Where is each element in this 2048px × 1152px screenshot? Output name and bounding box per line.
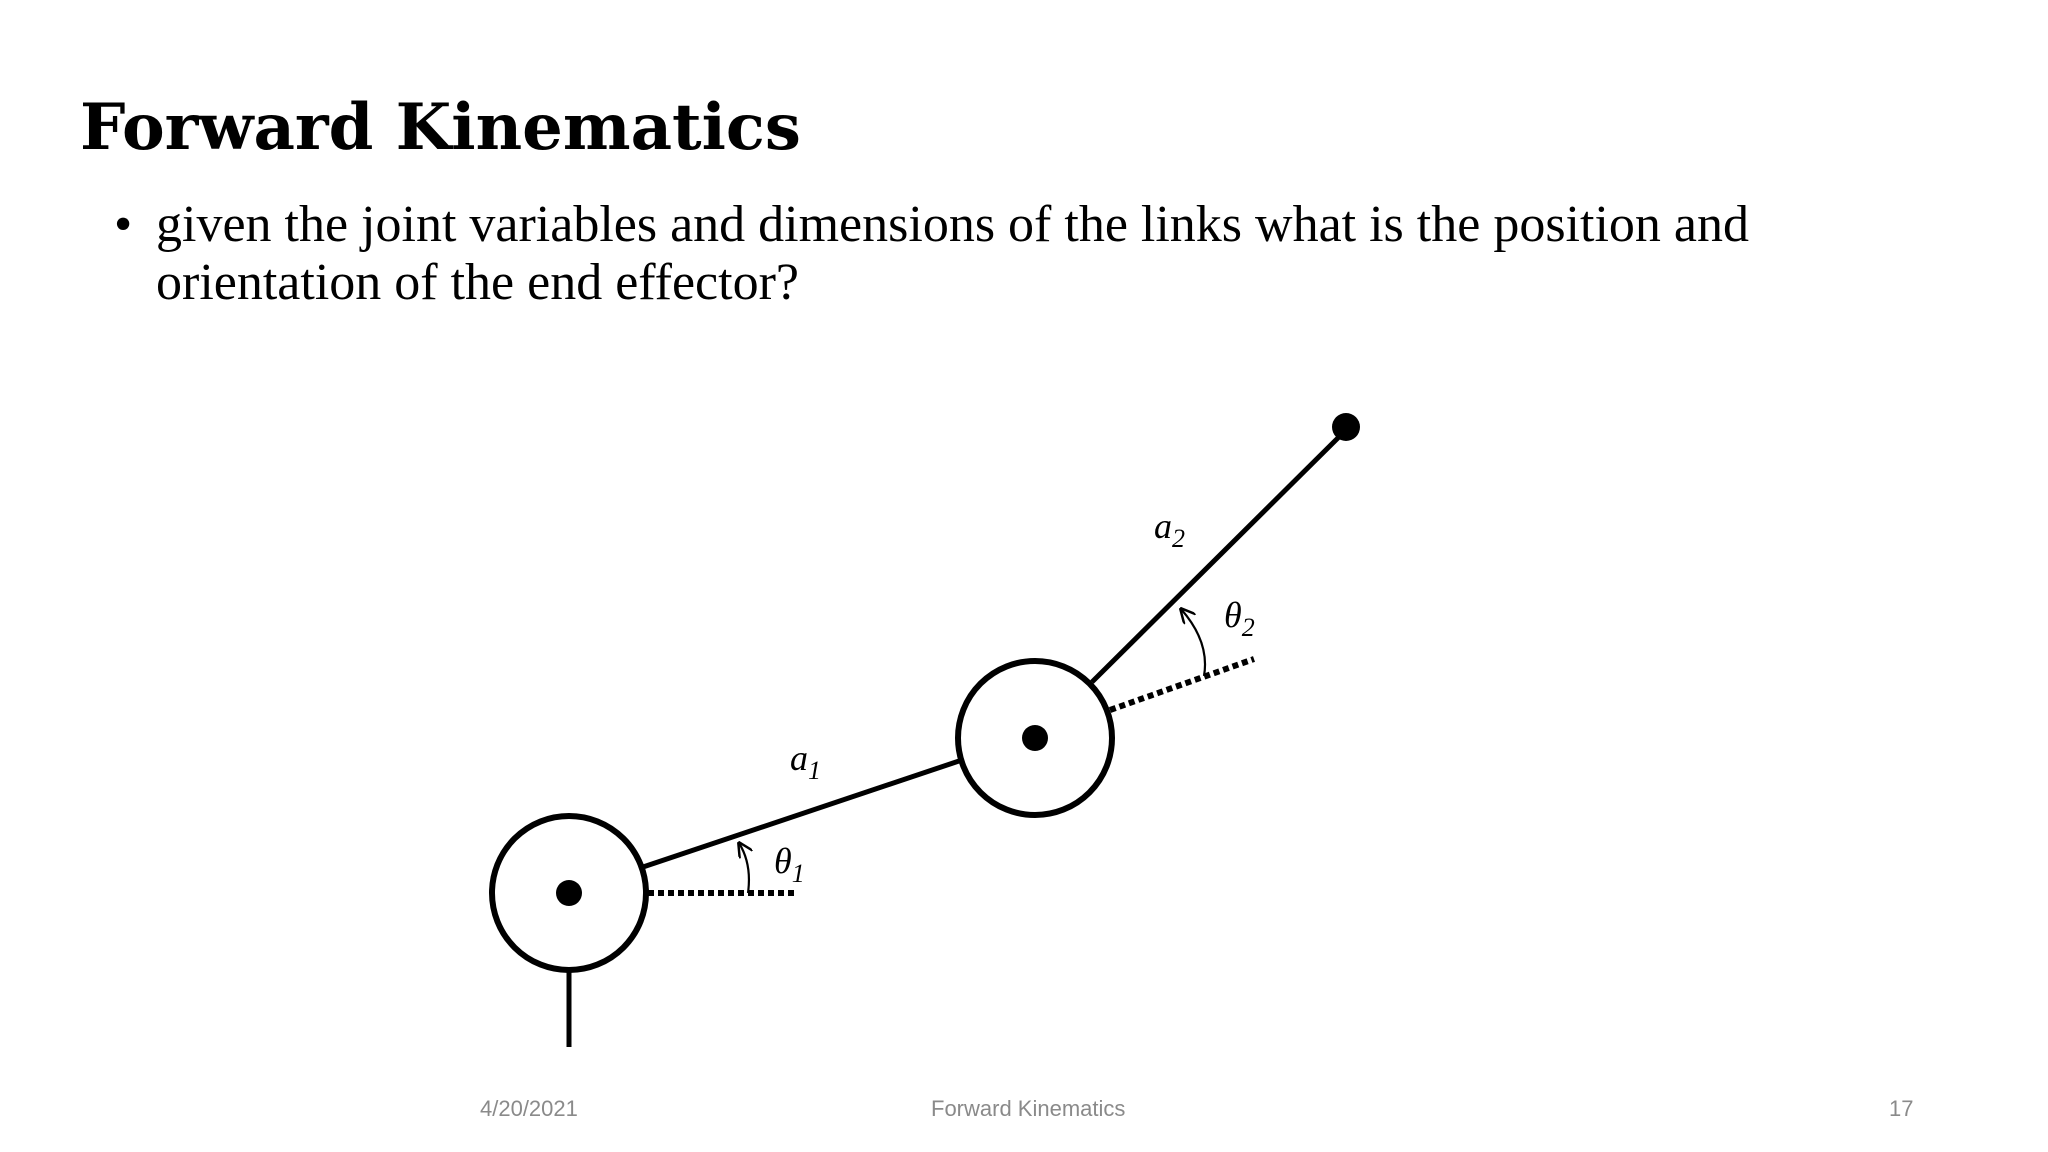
label-theta2: θ2 [1224, 595, 1255, 642]
link-a1 [642, 757, 963, 870]
slide-number: 17 [1889, 1096, 1914, 1121]
reference-line-2 [1108, 656, 1256, 713]
label-a1: a1 [790, 738, 821, 785]
footer-title: Forward Kinematics [931, 1096, 1126, 1121]
label-theta1: θ1 [774, 841, 805, 888]
link-a2 [1090, 426, 1350, 684]
slide-title: Forward Kinematics [80, 90, 801, 165]
bullet-text: given the joint variables and dimensions… [156, 196, 1749, 311]
bullet-list: • given the joint variables and dimensio… [114, 196, 1874, 312]
joint-1-pin [556, 880, 582, 906]
bullet-item: • given the joint variables and dimensio… [114, 196, 1874, 312]
footer-date: 4/20/2021 [480, 1096, 578, 1121]
joint-2-pin [1022, 725, 1048, 751]
label-a2: a2 [1154, 506, 1185, 553]
theta2-angle-arrow [1181, 609, 1207, 677]
theta1-angle-arrow [739, 843, 749, 894]
end-effector [1332, 413, 1360, 441]
bullet-marker: • [114, 196, 133, 253]
